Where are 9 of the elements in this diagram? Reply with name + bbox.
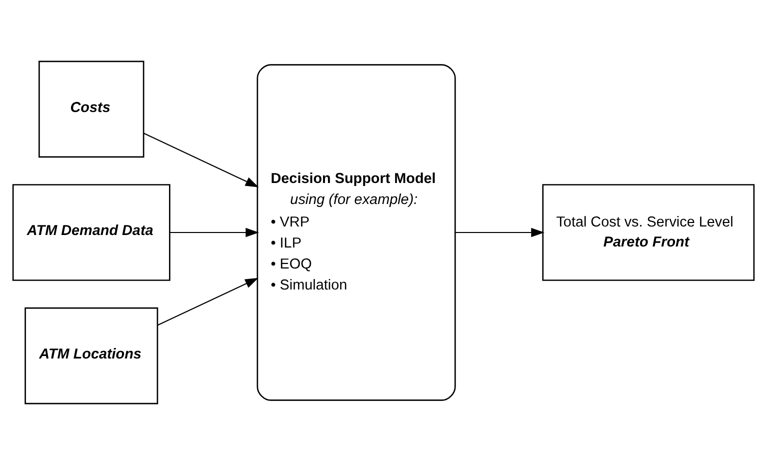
- node-box: Total Cost vs. Service Level Pareto Front: [542, 184, 755, 281]
- node-box: Costs: [38, 60, 144, 158]
- arrow: [158, 278, 258, 326]
- arrow: [144, 132, 259, 188]
- arrow: [170, 228, 259, 238]
- node-box: ATM Demand Data: [12, 184, 170, 281]
- arrow: [456, 228, 544, 238]
- node-box: Decision Support Model using (for example): • VRP • ILP • EOQ • Simulation: [256, 64, 456, 401]
- node-box: ATM Locations: [24, 307, 158, 404]
